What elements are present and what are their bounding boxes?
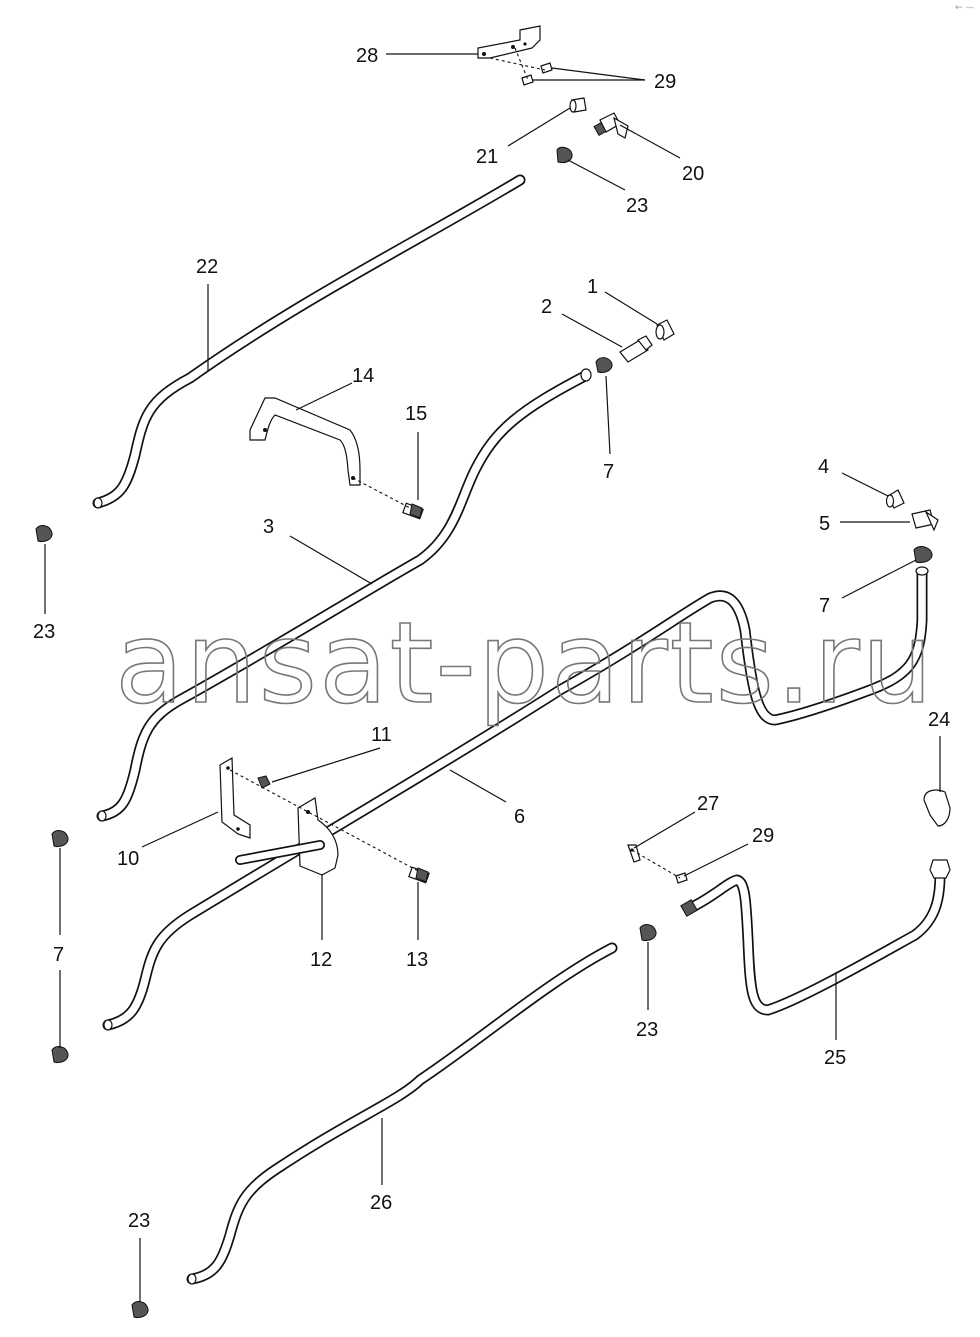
bolt-13 bbox=[408, 866, 430, 884]
callout-22: 22 bbox=[196, 256, 218, 278]
callout-12: 12 bbox=[310, 949, 332, 971]
callout-23-left: 23 bbox=[33, 621, 55, 643]
bracket-10 bbox=[219, 756, 251, 839]
callout-4: 4 bbox=[818, 456, 829, 478]
clamp-7-left-bottom bbox=[51, 1046, 69, 1063]
pipe-3 bbox=[96, 368, 592, 822]
callout-1: 1 bbox=[587, 276, 598, 298]
callout-21: 21 bbox=[476, 146, 498, 168]
watermark: ansat-parts.ru bbox=[115, 599, 935, 729]
callout-13: 13 bbox=[406, 949, 428, 971]
callout-10: 10 bbox=[117, 848, 139, 870]
callout-28: 28 bbox=[356, 45, 378, 67]
screw-29-bottom bbox=[675, 872, 688, 884]
pipe-6 bbox=[102, 566, 929, 1031]
callout-27: 27 bbox=[697, 793, 719, 815]
bracket-14 bbox=[249, 397, 361, 486]
callout-3: 3 bbox=[263, 516, 274, 538]
fitting-1 bbox=[655, 319, 675, 341]
clamp-23-left bbox=[35, 525, 53, 542]
callout-29-top: 29 bbox=[654, 71, 676, 93]
bolt-15 bbox=[402, 502, 424, 520]
callout-11: 11 bbox=[371, 724, 392, 746]
clamp-7-right bbox=[913, 546, 933, 563]
callout-24: 24 bbox=[928, 709, 950, 731]
callout-2: 2 bbox=[541, 296, 552, 318]
callout-29-bottom: 29 bbox=[752, 825, 774, 847]
elbow-24 bbox=[923, 789, 951, 827]
callout-7-left: 7 bbox=[53, 944, 64, 966]
fitting-4 bbox=[885, 489, 905, 509]
callout-6: 6 bbox=[514, 806, 525, 828]
callout-15: 15 bbox=[405, 403, 427, 425]
callout-23-bottom: 23 bbox=[128, 1210, 150, 1232]
bracket-28 bbox=[477, 25, 541, 59]
callout-20: 20 bbox=[682, 163, 704, 185]
clamp-23-top bbox=[556, 146, 573, 164]
clamp-7-top bbox=[595, 357, 613, 373]
pipe-22 bbox=[92, 174, 526, 509]
screw-29-top bbox=[521, 62, 553, 86]
callout-5: 5 bbox=[819, 513, 830, 535]
clamp-7-left-top bbox=[51, 830, 69, 847]
callout-23-mid: 23 bbox=[636, 1019, 658, 1041]
fitting-21 bbox=[569, 97, 587, 113]
fitting-5 bbox=[911, 509, 939, 532]
clamp-23-bottom bbox=[131, 1301, 149, 1318]
callout-23-top: 23 bbox=[626, 195, 648, 217]
pipe-25 bbox=[680, 859, 951, 1016]
corner-mark: ← — bbox=[955, 3, 974, 13]
callout-25: 25 bbox=[824, 1047, 846, 1069]
callout-26: 26 bbox=[370, 1192, 392, 1214]
callout-7-right: 7 bbox=[819, 595, 830, 617]
nut-11 bbox=[257, 775, 271, 789]
clamp-23-mid bbox=[639, 924, 657, 941]
callout-14: 14 bbox=[352, 365, 374, 387]
callout-7-top: 7 bbox=[603, 461, 614, 483]
pipe-26 bbox=[186, 942, 618, 1285]
bracket-12 bbox=[235, 797, 339, 876]
fitting-2 bbox=[619, 335, 653, 363]
fitting-20 bbox=[593, 112, 629, 139]
